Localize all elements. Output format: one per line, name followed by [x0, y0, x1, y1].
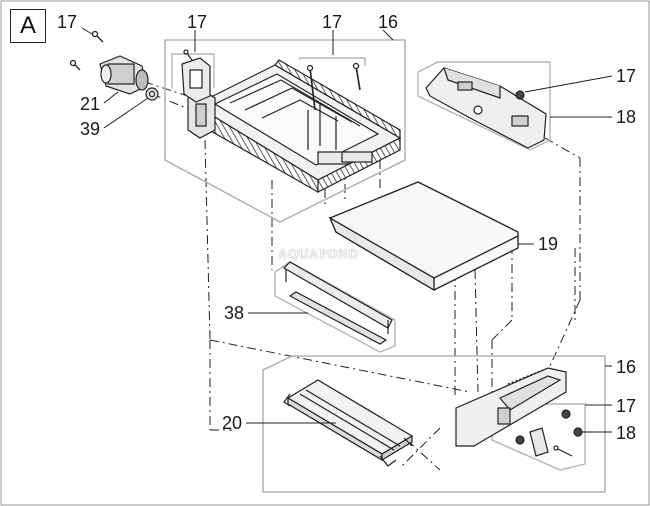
- callout-21: 21: [80, 94, 101, 114]
- pad-part-19: [328, 181, 519, 292]
- callout-19: 19: [538, 234, 559, 254]
- callout-16-top: 16: [378, 12, 399, 32]
- callout-20: 20: [222, 413, 243, 433]
- panel-letter: A: [10, 9, 46, 43]
- callout-17-right: 17: [616, 66, 637, 86]
- callout-17-top-right: 17: [322, 12, 343, 32]
- callout-18-bottom: 18: [616, 423, 637, 443]
- main-body-assembly: [187, 59, 402, 194]
- side-bracket-18-top: [425, 67, 547, 149]
- callout-18-right: 18: [616, 107, 637, 127]
- motor-part-21: [99, 55, 159, 101]
- callout-39: 39: [80, 119, 101, 139]
- watermark: AQUAPOND: [278, 246, 359, 261]
- screws-17-top-left: [69, 30, 104, 71]
- callout-17-top-left: 17: [57, 12, 78, 32]
- end-plate-part: [455, 367, 583, 457]
- group-box-16-top: [164, 39, 406, 223]
- callout-17-bottom: 17: [616, 396, 637, 416]
- bracket-17-top: [181, 49, 211, 103]
- callout-38: 38: [224, 303, 245, 323]
- frame-part-20: [283, 379, 414, 467]
- callout-17-top-mid: 17: [187, 12, 208, 32]
- leader-lines: [81, 27, 613, 433]
- rail-part-38: [283, 261, 393, 345]
- group-box-16-bottom: [262, 355, 606, 493]
- callout-16-bottom: 16: [616, 357, 637, 377]
- group-box-18-top: [417, 61, 551, 151]
